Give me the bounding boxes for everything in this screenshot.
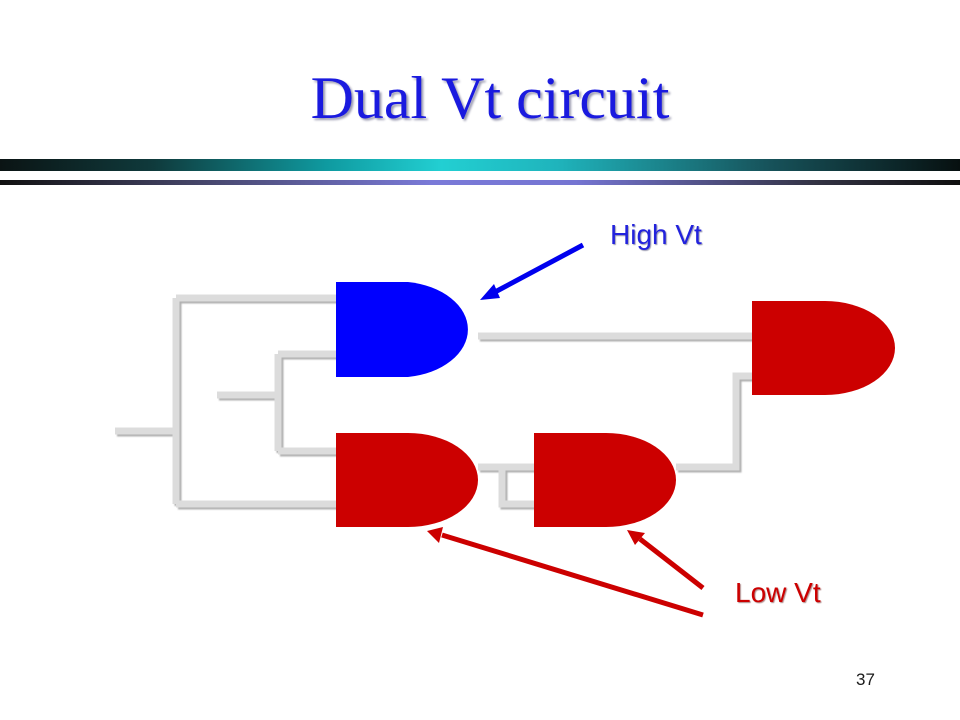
wire-middle-gate-output	[676, 372, 752, 471]
high-vt-label: High Vt	[610, 219, 702, 250]
low-vt-arrow-left-head	[427, 527, 443, 543]
title-rule-thin	[0, 180, 960, 185]
and-gate-low-vt-bottom-middle	[534, 433, 676, 527]
low-vt-arrow-right-head	[627, 530, 645, 545]
low-vt-label: Low Vt	[735, 577, 821, 608]
and-gate-low-vt-right	[752, 301, 895, 395]
and-gate-high-vt	[336, 282, 468, 377]
wire-middle-gate-input-2	[498, 467, 534, 508]
logic-gates	[336, 282, 895, 527]
slide-title: Dual Vt circuit	[310, 65, 670, 131]
wires	[115, 294, 752, 508]
low-vt-arrow-right-shaft	[638, 537, 705, 590]
high-vt-arrow-shaft	[493, 242, 585, 295]
title-rule-thick	[0, 159, 960, 171]
and-gate-low-vt-bottom-left	[336, 433, 478, 527]
high-vt-arrow-head	[480, 284, 500, 300]
low-vt-arrow-left-shaft	[441, 532, 704, 618]
annotation-arrows	[427, 242, 705, 618]
page-number: 37	[856, 670, 875, 689]
